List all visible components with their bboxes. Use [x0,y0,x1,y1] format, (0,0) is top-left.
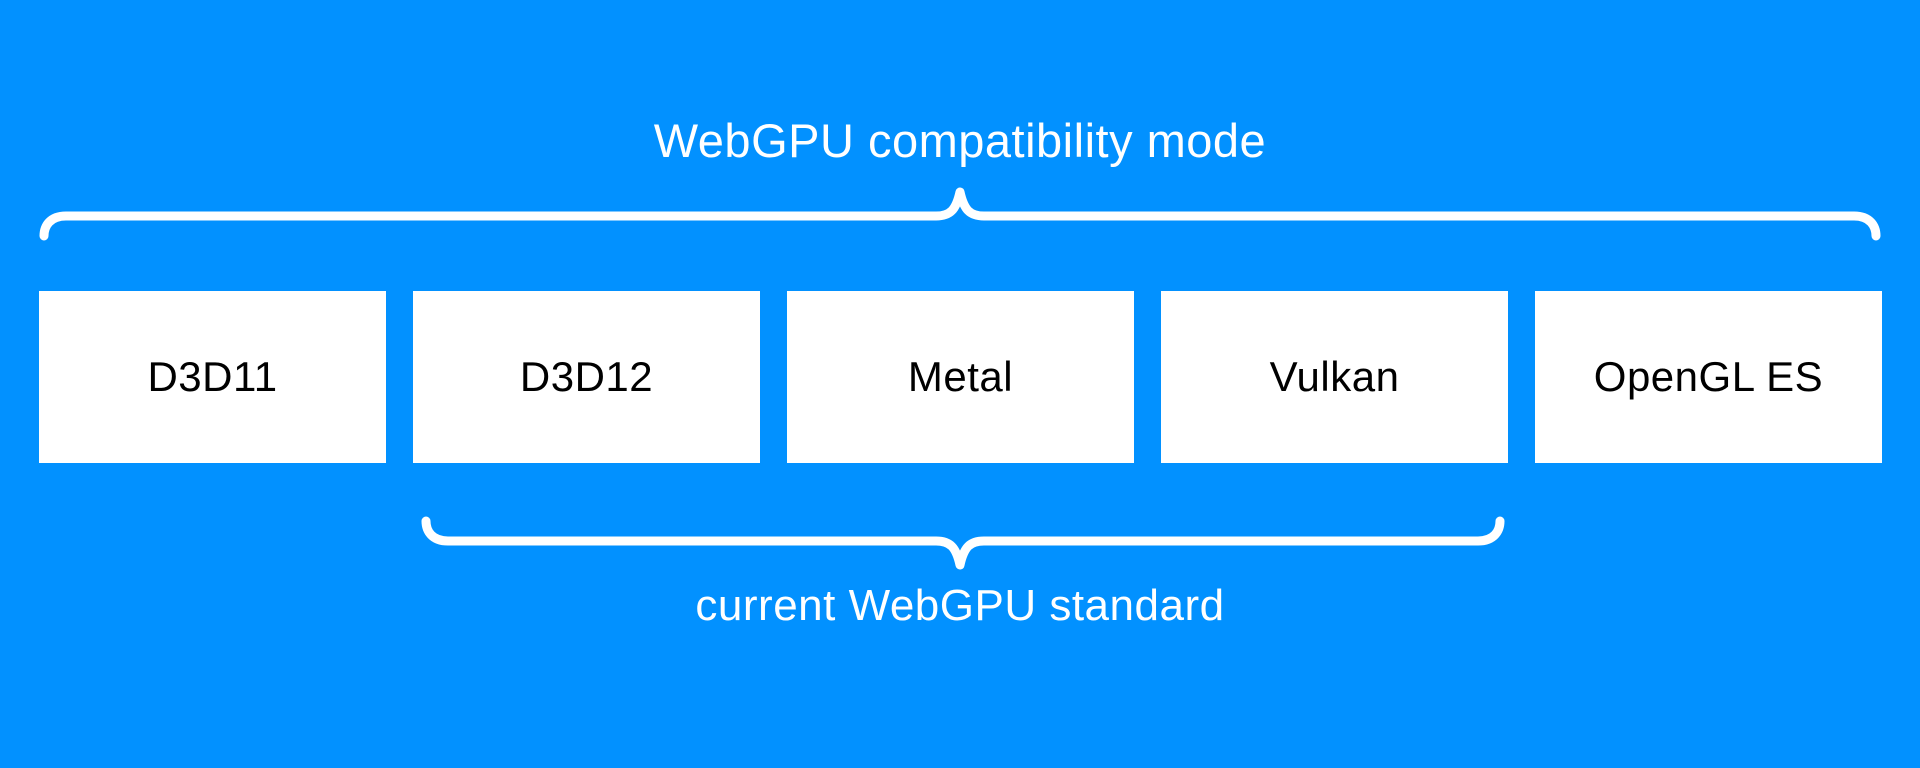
api-box-d3d12: D3D12 [413,291,760,463]
top-brace-label: WebGPU compatibility mode [653,114,1267,167]
api-box-label: Metal [907,353,1014,400]
bottom-brace-label: current WebGPU standard [695,581,1225,630]
api-box-d3d11: D3D11 [39,291,386,463]
api-box-label: D3D11 [147,353,278,400]
api-boxes-row: D3D11 D3D12 Metal Vulkan OpenGL ES [39,291,1882,463]
api-box-label: Vulkan [1269,353,1400,400]
api-box-opengl-es: OpenGL ES [1535,291,1882,463]
api-box-label: D3D12 [519,353,654,400]
top-brace [39,187,1881,241]
api-box-label: OpenGL ES [1593,353,1824,400]
bottom-brace [421,516,1505,570]
api-box-metal: Metal [787,291,1134,463]
api-box-vulkan: Vulkan [1161,291,1508,463]
